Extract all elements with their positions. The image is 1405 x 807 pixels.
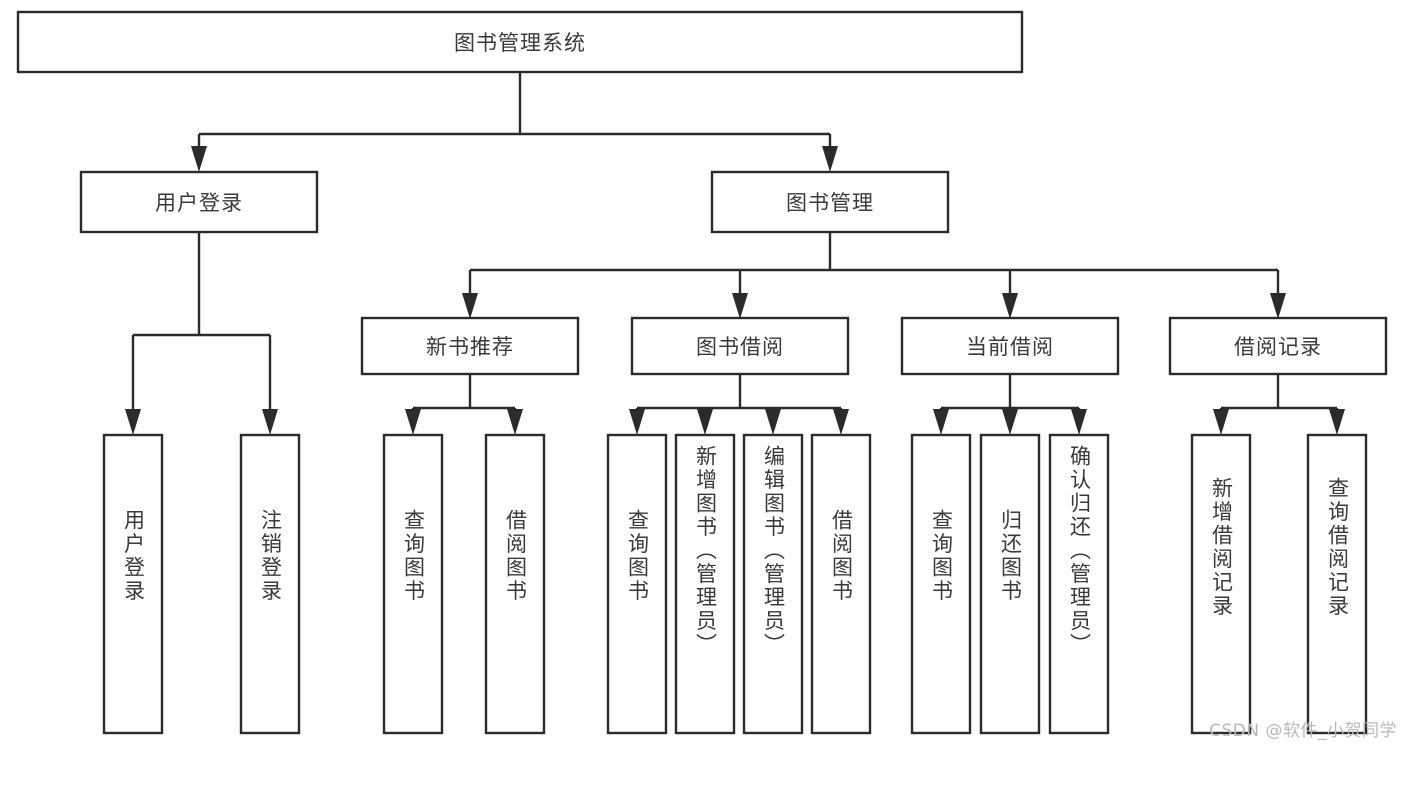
arrowhead-bookborrow: [732, 293, 748, 319]
arrowhead-leaf-borrow-book-2: [833, 409, 849, 435]
arrowhead-leaf-query-book-1: [405, 409, 421, 435]
node-box-leaf-borrow-book-1[interactable]: [484, 433, 546, 735]
arrowhead-leaf-edit-book-admin: [765, 409, 781, 435]
node-box-leaf-add-borrow-record[interactable]: [1190, 433, 1252, 735]
node-box-user-login[interactable]: [79, 170, 319, 234]
node-box-book-mgmt[interactable]: [710, 170, 950, 234]
node-box-group: [16, 10, 1388, 735]
arrowhead-leaf-add-borrow-record: [1213, 409, 1229, 435]
arrowhead-userlogin: [191, 146, 207, 172]
node-box-leaf-user-login[interactable]: [102, 433, 164, 735]
node-box-leaf-return-book[interactable]: [979, 433, 1041, 735]
arrowhead-leaf-add-book-admin: [697, 409, 713, 435]
arrowhead-newbook: [462, 293, 478, 319]
node-box-root[interactable]: [16, 10, 1024, 74]
node-box-leaf-logout[interactable]: [239, 433, 301, 735]
node-box-book-borrow[interactable]: [630, 316, 850, 376]
node-box-borrow-record[interactable]: [1168, 316, 1388, 376]
connector-group: [125, 72, 1345, 435]
arrowhead-currentborrow: [1002, 293, 1018, 319]
node-box-new-book-rec[interactable]: [360, 316, 580, 376]
node-box-leaf-query-borrow-record[interactable]: [1306, 433, 1368, 735]
node-box-leaf-query-book-2[interactable]: [606, 433, 668, 735]
arrowhead-borrowrecord: [1270, 293, 1286, 319]
arrowhead-bookmgmt: [822, 146, 838, 172]
flowchart-svg: [16, 10, 1388, 735]
arrowhead-leaf-query-book-2: [629, 409, 645, 435]
arrowhead-leaf-borrow-book-1: [507, 409, 523, 435]
node-box-leaf-borrow-book-2[interactable]: [810, 433, 872, 735]
arrowhead-leaf-query-borrow-record: [1329, 409, 1345, 435]
node-box-leaf-edit-book-admin[interactable]: [742, 433, 804, 735]
node-box-leaf-query-book-1[interactable]: [382, 433, 444, 735]
flowchart-canvas: 图书管理系统 用户登录 图书管理 新书推荐 图书借阅 当前借阅 借阅记录 用户登…: [16, 10, 1397, 741]
node-box-leaf-query-book-3[interactable]: [910, 433, 972, 735]
arrowhead-leaf-logout: [262, 409, 278, 435]
arrowhead-leaf-query-book-3: [933, 409, 949, 435]
node-box-current-borrow[interactable]: [900, 316, 1120, 376]
arrowhead-leaf-confirm-return: [1071, 409, 1087, 435]
arrowhead-leaf-user-login: [125, 409, 141, 435]
node-box-leaf-add-book-admin[interactable]: [674, 433, 736, 735]
node-box-leaf-confirm-return-admin[interactable]: [1048, 433, 1110, 735]
arrowhead-leaf-return-book: [1002, 409, 1018, 435]
